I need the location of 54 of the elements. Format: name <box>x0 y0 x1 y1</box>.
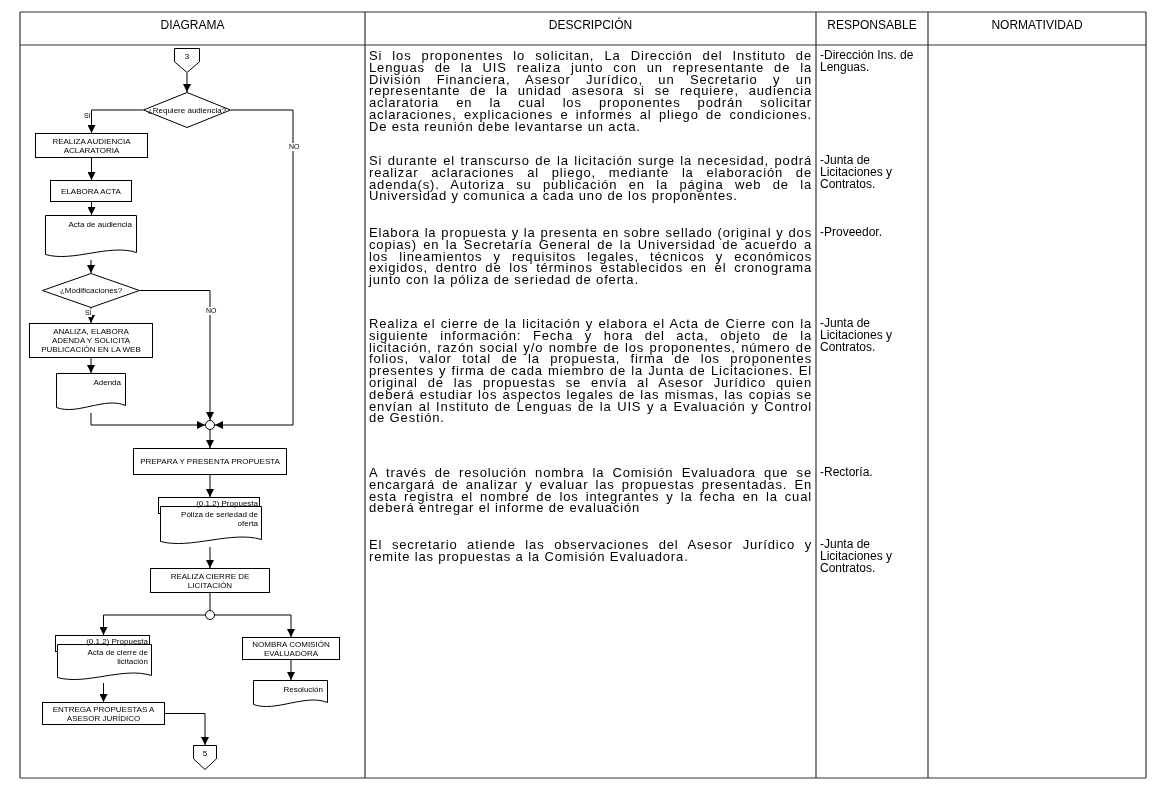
column-header: DIAGRAMA <box>159 20 226 32</box>
connector-line <box>209 592 211 611</box>
arrow <box>99 614 206 636</box>
multi-document-shape <box>55 635 152 683</box>
arrow <box>87 357 95 374</box>
arrow <box>87 201 96 216</box>
responsible-text: -Rectoría. <box>820 467 874 479</box>
arrow <box>206 474 214 498</box>
process-box: ELABORA ACTA <box>50 180 132 202</box>
arrow <box>99 682 108 703</box>
responsible-text: -Junta de Licitaciones y Contratos. <box>820 318 894 354</box>
process-box: REALIZA CIERRE DE LICITACIÓN <box>150 568 270 593</box>
process-box: ENTREGA PROPUESTAS A ASESOR JURÍDICO <box>42 702 165 725</box>
description-text: El secretario atiende las observaciones del Asesor Jurídico y remite las propuestas a la Comisión Evaluadora. <box>369 539 812 563</box>
process-box: PREPARA Y PRESENTA PROPUESTA <box>133 448 287 475</box>
arrow <box>87 307 95 324</box>
arrow <box>87 259 95 274</box>
junction-circle <box>205 610 215 620</box>
document-shape: Acta de audiencia <box>45 215 137 260</box>
decision-diamond: ¿Modificaciones? <box>42 273 140 308</box>
description-text: Si durante el transcurso de la licitación surge la necesidad, podrá realizar aclaraciones al pliego, mediante la elaboración de adenda(s). Autoriza su publicación en la página web de la Universidad y comunica a cada uno de los proponentes. <box>369 155 812 203</box>
arrow <box>214 614 295 638</box>
arrow <box>287 659 295 681</box>
responsible-text: -Junta de Licitaciones y Contratos. <box>820 539 894 575</box>
column-header: NORMATIVIDAD <box>990 20 1084 32</box>
arrow <box>214 109 294 429</box>
arrow <box>164 713 209 746</box>
junction-circle <box>205 420 215 430</box>
arrow <box>206 546 214 569</box>
decision-diamond: ¿Requiere audiencia? <box>143 92 231 128</box>
multi-document-shape <box>158 497 262 547</box>
responsible-text: -Junta de Licitaciones y Contratos. <box>820 155 894 191</box>
responsible-text: -Proveedor. <box>820 227 884 239</box>
document-label: Acta de cierre de licitación <box>86 648 148 666</box>
description-text: A través de resolución nombra la Comisión Evaluadora que se encargará de analizar y evaluar las propuestas presentadas. En esta registra el nombre de los integrantes y la fecha en la cual deberá entregar el informe de evaluación <box>369 467 812 515</box>
arrow <box>87 109 144 134</box>
process-box: NOMBRA COMISIÓN EVALUADORA <box>242 637 340 660</box>
document-shape: Resolución <box>253 680 328 710</box>
document-shape: Adenda <box>56 373 126 413</box>
responsible-text: -Dirección Ins. de Lenguas. <box>820 50 915 74</box>
description-text: Elabora la propuesta y la presenta en sobre sellado (original y dos copias) en la Secretaría General de la Universidad de acuerdo a los lineamientos y requisitos legales, técnicos y económicos exigidos, dentro de los términos establecidos en el cronograma junto con la póliza de seriedad de oferta. <box>369 227 812 286</box>
arrow <box>90 412 206 429</box>
description-text: Realiza el cierre de la licitación y elabora el Acta de Cierre con la siguiente información: Fecha y hora del acta, objeto de la licitación, razón social y/o nombre de los proponentes, número de folios, valor total de la propuesta, firma de los proponentes presentes y firma de cada miembro de la Junta de Licitaciones. El original de las propuestas se envía al Asesor Jurídico quien deberá estudiar los aspectos legales de las mismas, las copias se envían al Instituto de Lenguas de la UIS y a Evaluación y Control de Gestión. <box>369 318 812 425</box>
process-box: REALIZA AUDIENCIA ACLARATORIA <box>35 133 148 158</box>
process-box: ANALIZA, ELABORA ADENDA Y SOLICITA PUBLICACIÓN EN LA WEB <box>29 323 153 358</box>
offpage-connector: 3 <box>174 48 200 73</box>
offpage-connector: 5 <box>193 745 217 770</box>
description-text: Si los proponentes lo solicitan, La Dirección del Instituto de Lenguas de la UIS realiza junto con un representante de la División Financiera, Asesor Jurídico, un Secretario y un representante de la unidad asesora si se requiere, audiencia aclaratoria en la cual los proponentes podrán solicitar aclaraciones, explicaciones e informes al pliego de condiciones. De esta reunión debe levantarse un acta. <box>369 50 812 133</box>
arrow <box>139 290 214 421</box>
arrow <box>206 429 214 449</box>
arrow <box>183 72 191 93</box>
column-header: RESPONSABLE <box>826 20 918 32</box>
document-label: Póliza de seriedad de oferta <box>180 510 258 528</box>
arrow <box>87 157 96 181</box>
